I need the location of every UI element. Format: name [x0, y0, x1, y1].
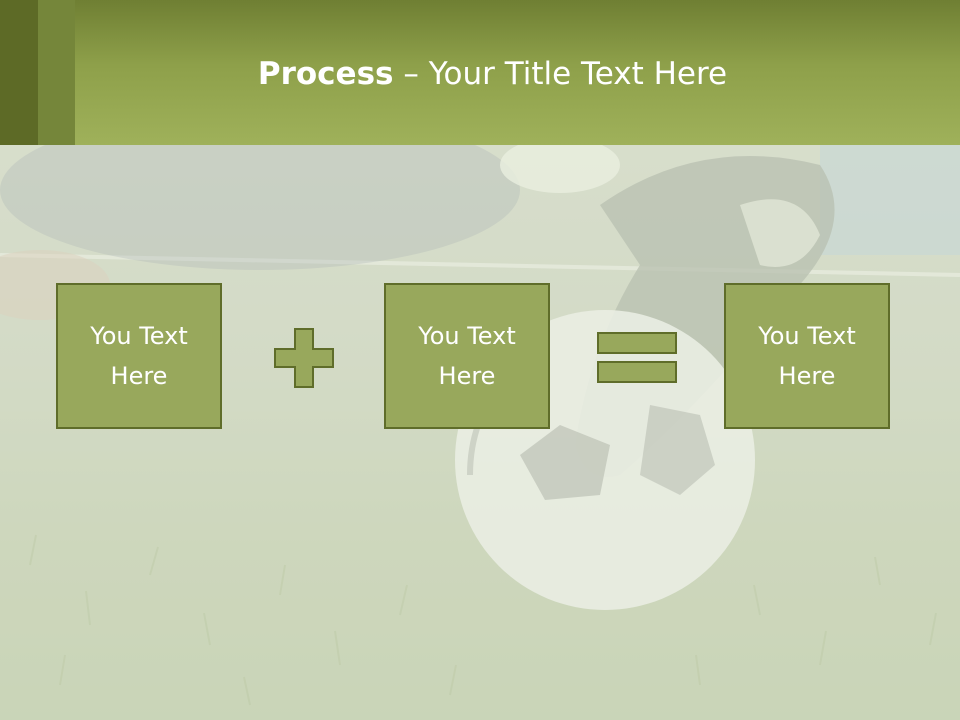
process-box-2[interactable]: You Text Here	[384, 283, 550, 429]
process-box-3[interactable]: You Text Here	[724, 283, 890, 429]
title-header	[0, 0, 960, 145]
slide-title[interactable]: Process – Your Title Text Here	[0, 50, 960, 98]
equals-icon	[597, 332, 677, 383]
header-accent-stripe-secondary	[38, 0, 75, 145]
soccer-background-image	[0, 145, 960, 720]
process-box-2-label: You Text Here	[418, 322, 516, 390]
slide-title-bold: Process	[257, 56, 394, 92]
process-box-3-label: You Text Here	[758, 322, 856, 390]
header-accent-stripe	[0, 0, 38, 145]
process-box-1-label: You Text Here	[90, 322, 188, 390]
photo-overlay	[0, 145, 960, 720]
process-box-1[interactable]: You Text Here	[56, 283, 222, 429]
slide-title-rest: – Your Title Text Here	[393, 56, 728, 92]
plus-icon	[274, 328, 334, 388]
